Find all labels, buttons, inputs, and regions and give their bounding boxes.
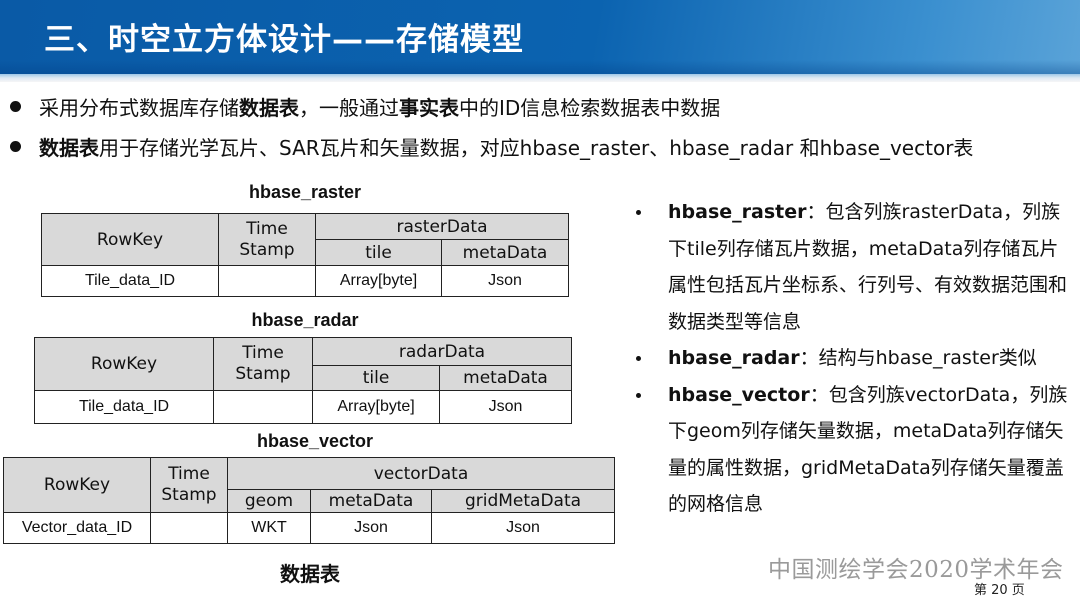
rowkey-header: RowKey	[3, 457, 151, 513]
note-vector: hbase_vector：包含列族vectorData，列族下geom列存储矢量…	[632, 377, 1072, 523]
column-header: metaData	[439, 365, 572, 391]
raster-table-title: hbase_raster	[248, 182, 362, 202]
bullet-dot-icon	[10, 101, 21, 112]
tables-caption: 数据表	[280, 562, 340, 586]
data-cell: Array[byte]	[312, 390, 440, 424]
bullet-dot-icon	[10, 141, 21, 152]
bullet-1: 采用分布式数据库存储数据表，一般通过事实表中的ID信息检索数据表中数据	[10, 92, 720, 121]
timestamp-cell	[150, 512, 228, 544]
vector-table-title: hbase_vector	[256, 431, 374, 451]
column-header: metaData	[310, 489, 432, 513]
rowkey-cell: Tile_data_ID	[41, 265, 219, 297]
note-raster: hbase_raster：包含列族rasterData，列族下tile列存储瓦片…	[632, 194, 1072, 340]
radar-table-title: hbase_radar	[251, 310, 359, 330]
radar-table: RowKey Time Stamp radarData tile metaDat…	[34, 337, 572, 424]
timestamp-cell	[218, 265, 316, 297]
column-header: geom	[227, 489, 311, 513]
footer-organization: 中国测绘学会2020学术年会	[768, 557, 1064, 583]
timestamp-header: Time Stamp	[218, 213, 316, 266]
rowkey-cell: Vector_data_ID	[3, 512, 151, 544]
page-number: 第 20 页	[974, 583, 1025, 598]
column-family-header: vectorData	[227, 457, 615, 490]
note-radar: hbase_radar：结构与hbase_raster类似	[632, 340, 1072, 377]
header-divider	[0, 74, 1080, 82]
rowkey-header: RowKey	[34, 337, 214, 391]
column-family-header: radarData	[312, 337, 572, 366]
data-cell: Json	[310, 512, 432, 544]
header-shade	[0, 60, 1080, 74]
column-family-header: rasterData	[315, 213, 569, 240]
slide-title: 三、时空立方体设计——存储模型	[44, 22, 524, 58]
raster-table: RowKey Time Stamp rasterData tile metaDa…	[41, 213, 569, 297]
bullet-dot-icon	[636, 210, 641, 215]
data-cell: Json	[439, 390, 572, 424]
header-band	[0, 0, 1080, 74]
column-header: metaData	[441, 239, 569, 266]
column-header: tile	[315, 239, 442, 266]
bullet-dot-icon	[636, 392, 641, 398]
data-cell: Json	[441, 265, 569, 297]
data-cell: WKT	[227, 512, 311, 544]
timestamp-header: Time Stamp	[213, 337, 313, 391]
column-header: tile	[312, 365, 440, 391]
data-cell: Array[byte]	[315, 265, 442, 297]
rowkey-header: RowKey	[41, 213, 219, 266]
right-notes: hbase_raster：包含列族rasterData，列族下tile列存储瓦片…	[632, 194, 1072, 523]
timestamp-cell	[213, 390, 313, 424]
data-cell: Json	[431, 512, 615, 544]
bullet-dot-icon	[636, 356, 641, 361]
timestamp-header: Time Stamp	[150, 457, 228, 513]
rowkey-cell: Tile_data_ID	[34, 390, 214, 424]
column-header: gridMetaData	[431, 489, 615, 513]
bullet-2: 数据表用于存储光学瓦片、SAR瓦片和矢量数据，对应hbase_raster、hb…	[10, 132, 973, 161]
vector-table: RowKey Time Stamp vectorData geom metaDa…	[3, 457, 615, 544]
